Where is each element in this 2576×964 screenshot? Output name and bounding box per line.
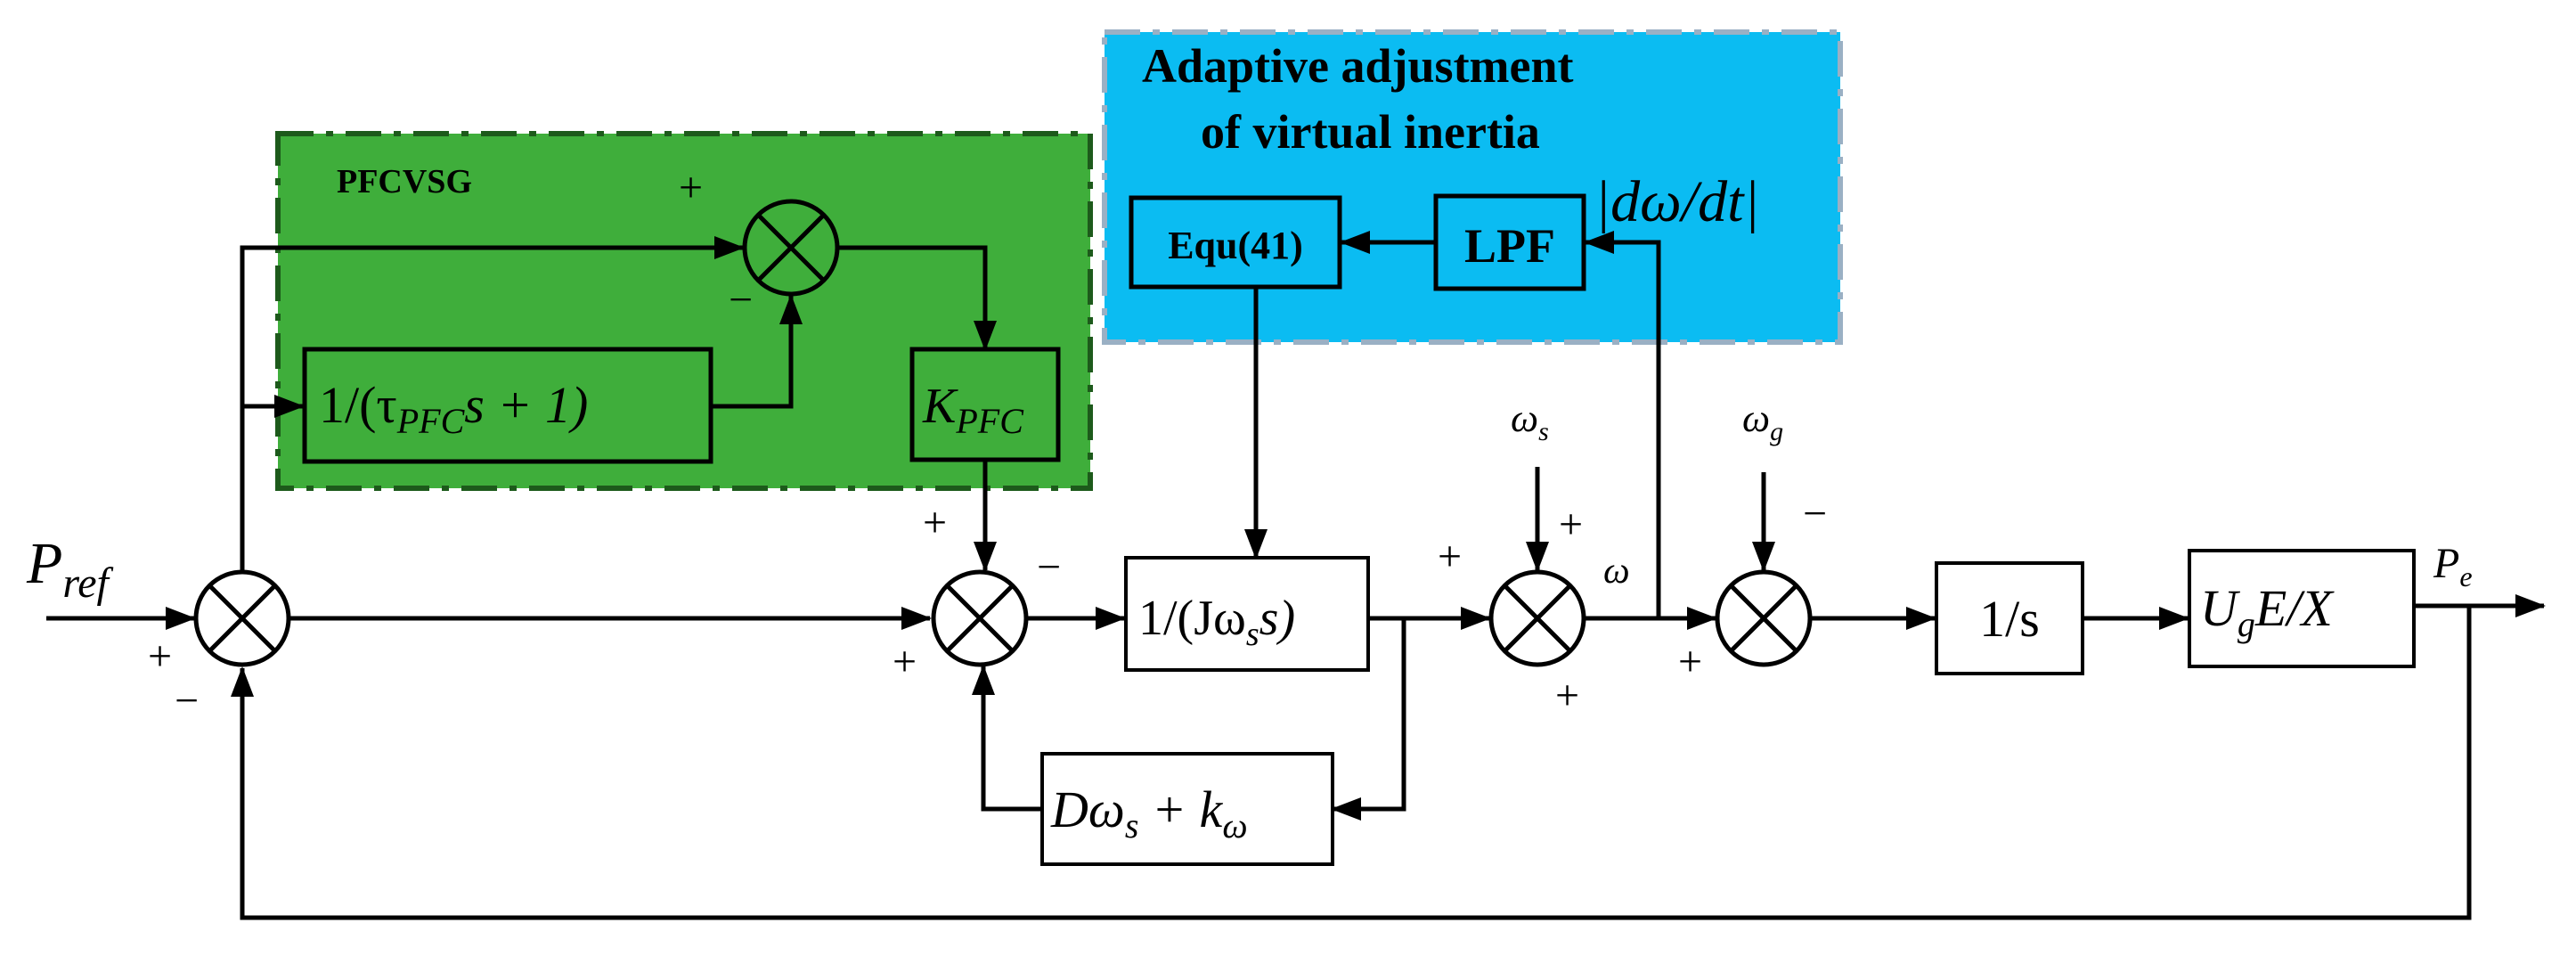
power-label-Usub: g — [2238, 604, 2255, 644]
sign-s2-plus-top: + — [923, 499, 947, 546]
sign-s1-plus: + — [148, 633, 172, 680]
power-label-tail: E/X — [2254, 579, 2336, 637]
omega-s-main: ω — [1511, 396, 1538, 440]
sum-junction-4 — [1715, 569, 1813, 667]
pe-label: Pe — [2433, 540, 2473, 592]
inertia-label-pre: 1/(Jω — [1138, 591, 1246, 646]
damping-label-pre: Dω — [1050, 780, 1125, 838]
lowpass-to-pfcsum-wire — [711, 294, 803, 409]
sign-s4-plus: + — [1678, 638, 1702, 685]
sign-s2-minus: − — [1037, 543, 1061, 591]
sign-s4-minus: − — [1803, 490, 1827, 537]
adaptive-title-line2: of virtual inertia — [1201, 105, 1540, 159]
lowpass-filter-block: 1/(τPFCs + 1) — [302, 347, 713, 464]
integrator-label: 1/s — [1979, 590, 2040, 648]
kpfc-label-main: K — [922, 379, 958, 434]
lowpass-label-main: 1/(τ — [319, 376, 397, 434]
omega-label: ω — [1603, 551, 1630, 592]
damping-block: Dωs + kω — [1040, 752, 1334, 866]
sign-s3-plus-top: + — [1559, 501, 1583, 548]
sign-s3-plus-left: + — [1438, 533, 1462, 580]
adaptive-title-line1: Adaptive adjustment — [1142, 39, 1574, 93]
equ41-block: Equ(41) — [1129, 195, 1342, 290]
pref-label: Pref — [26, 531, 114, 607]
dwdt-label: |dω/dt| — [1594, 169, 1760, 234]
damping-label-sub2: ω — [1222, 805, 1247, 846]
damping-to-sum2-wire — [972, 665, 1040, 812]
omega-g-label: ωg — [1742, 396, 1783, 446]
kpfc-gain-block: KPFC — [909, 347, 1061, 462]
svg-text:1/(Jωss): 1/(Jωss) — [1138, 591, 1295, 653]
svg-text:UgE/X: UgE/X — [2200, 579, 2335, 644]
svg-text:1/(τPFCs + 1): 1/(τPFCs + 1) — [319, 376, 588, 441]
lowpass-label-tail: s + 1) — [464, 376, 588, 434]
sign-pfc-minus: − — [729, 276, 753, 323]
lpf-block: LPF — [1433, 193, 1586, 291]
pe-feedback-wire — [231, 606, 2472, 920]
sum-junction-2 — [931, 569, 1029, 667]
lpf-label: LPF — [1464, 219, 1555, 273]
sum-junction-pfc — [742, 199, 840, 297]
pe-label-main: P — [2433, 540, 2459, 587]
damping-label-sub: s — [1125, 805, 1139, 846]
power-block: UgE/X — [2188, 549, 2416, 668]
inertia-to-damping-wire — [1331, 618, 1406, 821]
sum-junction-3 — [1488, 569, 1586, 667]
pfcvsg-label: PFCVSG — [337, 163, 472, 200]
svg-text:Dωs + kω: Dωs + kω — [1050, 780, 1248, 846]
sign-s2-plus-left: + — [893, 638, 917, 685]
sign-s3-plus-bottom: + — [1555, 672, 1579, 719]
lowpass-label-sub: PFC — [396, 401, 466, 441]
pe-label-sub: e — [2459, 560, 2472, 592]
branch-to-pfc-sum-wire — [240, 236, 745, 572]
sum-junction-1 — [193, 569, 291, 667]
damping-label-mid: + k — [1138, 780, 1223, 838]
omega-g-main: ω — [1742, 396, 1770, 440]
svg-text:KPFC: KPFC — [922, 379, 1024, 441]
omega-s-sub: s — [1538, 417, 1549, 446]
integrator-block: 1/s — [1935, 561, 2084, 675]
equ41-label: Equ(41) — [1168, 224, 1303, 267]
omega-to-lpf-wire — [1584, 231, 1661, 618]
pref-label-main: P — [26, 531, 62, 596]
power-label-U: U — [2200, 579, 2241, 637]
pref-label-sub: ref — [62, 560, 113, 607]
pfcsum-to-kpfc-wire — [839, 245, 997, 351]
kpfc-label-sub: PFC — [955, 401, 1024, 441]
inertia-label-post: s) — [1259, 591, 1295, 646]
inertia-block: 1/(Jωss) — [1124, 556, 1370, 672]
sign-pfc-plus: + — [679, 164, 703, 211]
sign-s1-minus: − — [175, 677, 199, 724]
inertia-label-sub: s — [1246, 616, 1259, 653]
omega-g-sub: g — [1770, 417, 1783, 446]
omega-s-label: ωs — [1511, 396, 1549, 446]
